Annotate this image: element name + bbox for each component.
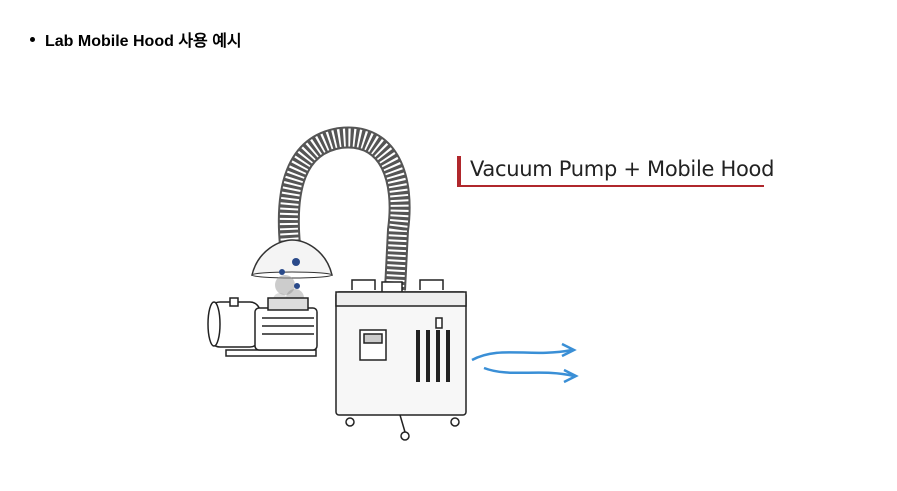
- section-heading: Lab Mobile Hood 사용 예시: [45, 33, 242, 50]
- label-accent-bar: [457, 156, 461, 187]
- flexible-hose: [277, 126, 411, 291]
- vacuum-pump: [207, 297, 318, 357]
- heading-bullet: Lab Mobile Hood 사용 예시: [30, 27, 242, 51]
- illustration-label: Vacuum Pump + Mobile Hood: [470, 157, 775, 181]
- mobile-hood-unit: [335, 279, 467, 441]
- airflow-arrows-icon: [471, 342, 579, 384]
- bullet-icon: [30, 36, 35, 42]
- hood-dome: [251, 239, 333, 279]
- label-underline: [457, 185, 764, 187]
